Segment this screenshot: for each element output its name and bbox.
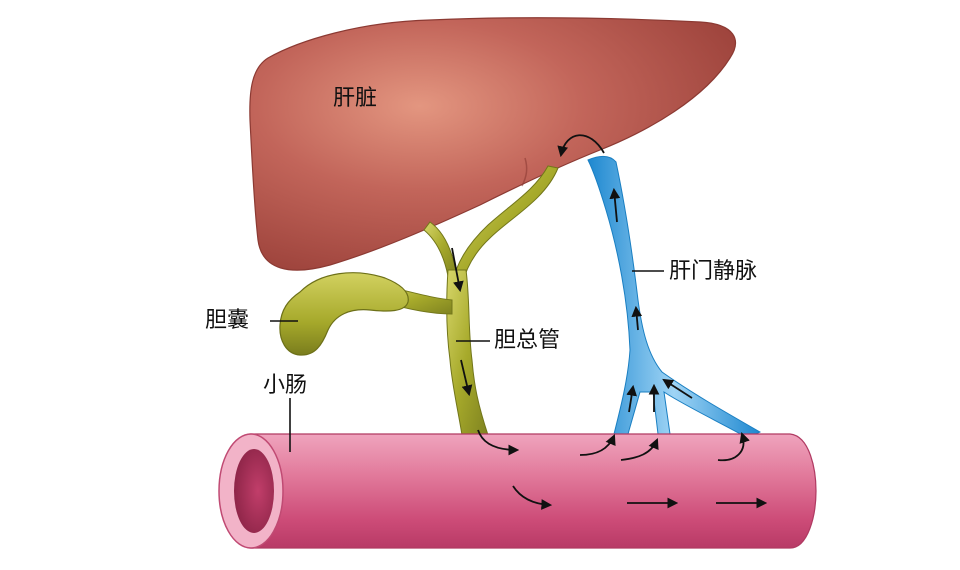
vein-flow-arrow [609,187,621,223]
hepatic-duct-left [423,221,457,277]
portal-vein [587,156,762,439]
portal-vein-label: 肝门静脉 [669,259,758,284]
vein-flow-arrow [631,305,643,331]
small-intestine-label: 小肠 [263,373,308,398]
intestine-flow-arrow [717,431,750,462]
liver-fissure [521,157,528,187]
bile-flow-arrow [451,247,464,293]
gallbladder [279,272,409,356]
bile-duct-label: 胆总管 [494,328,561,353]
common-bile-duct [446,269,489,436]
gallbladder-label: 胆囊 [205,308,250,333]
bile-flow-arrow [460,359,473,397]
intestine-flow-arrow [512,485,553,510]
small-intestine [249,433,817,549]
bile-flow-arrow [477,429,520,456]
vein-flow-arrow [626,384,637,413]
intestine-flow-arrow [579,434,616,456]
liver [249,17,736,271]
vein-flow-arrow [662,378,693,399]
liver-label: 肝脏 [333,86,378,111]
intestine-flow-arrow [620,438,659,461]
intestine-lumen [234,449,274,533]
vein-flow-arrow [557,134,605,158]
